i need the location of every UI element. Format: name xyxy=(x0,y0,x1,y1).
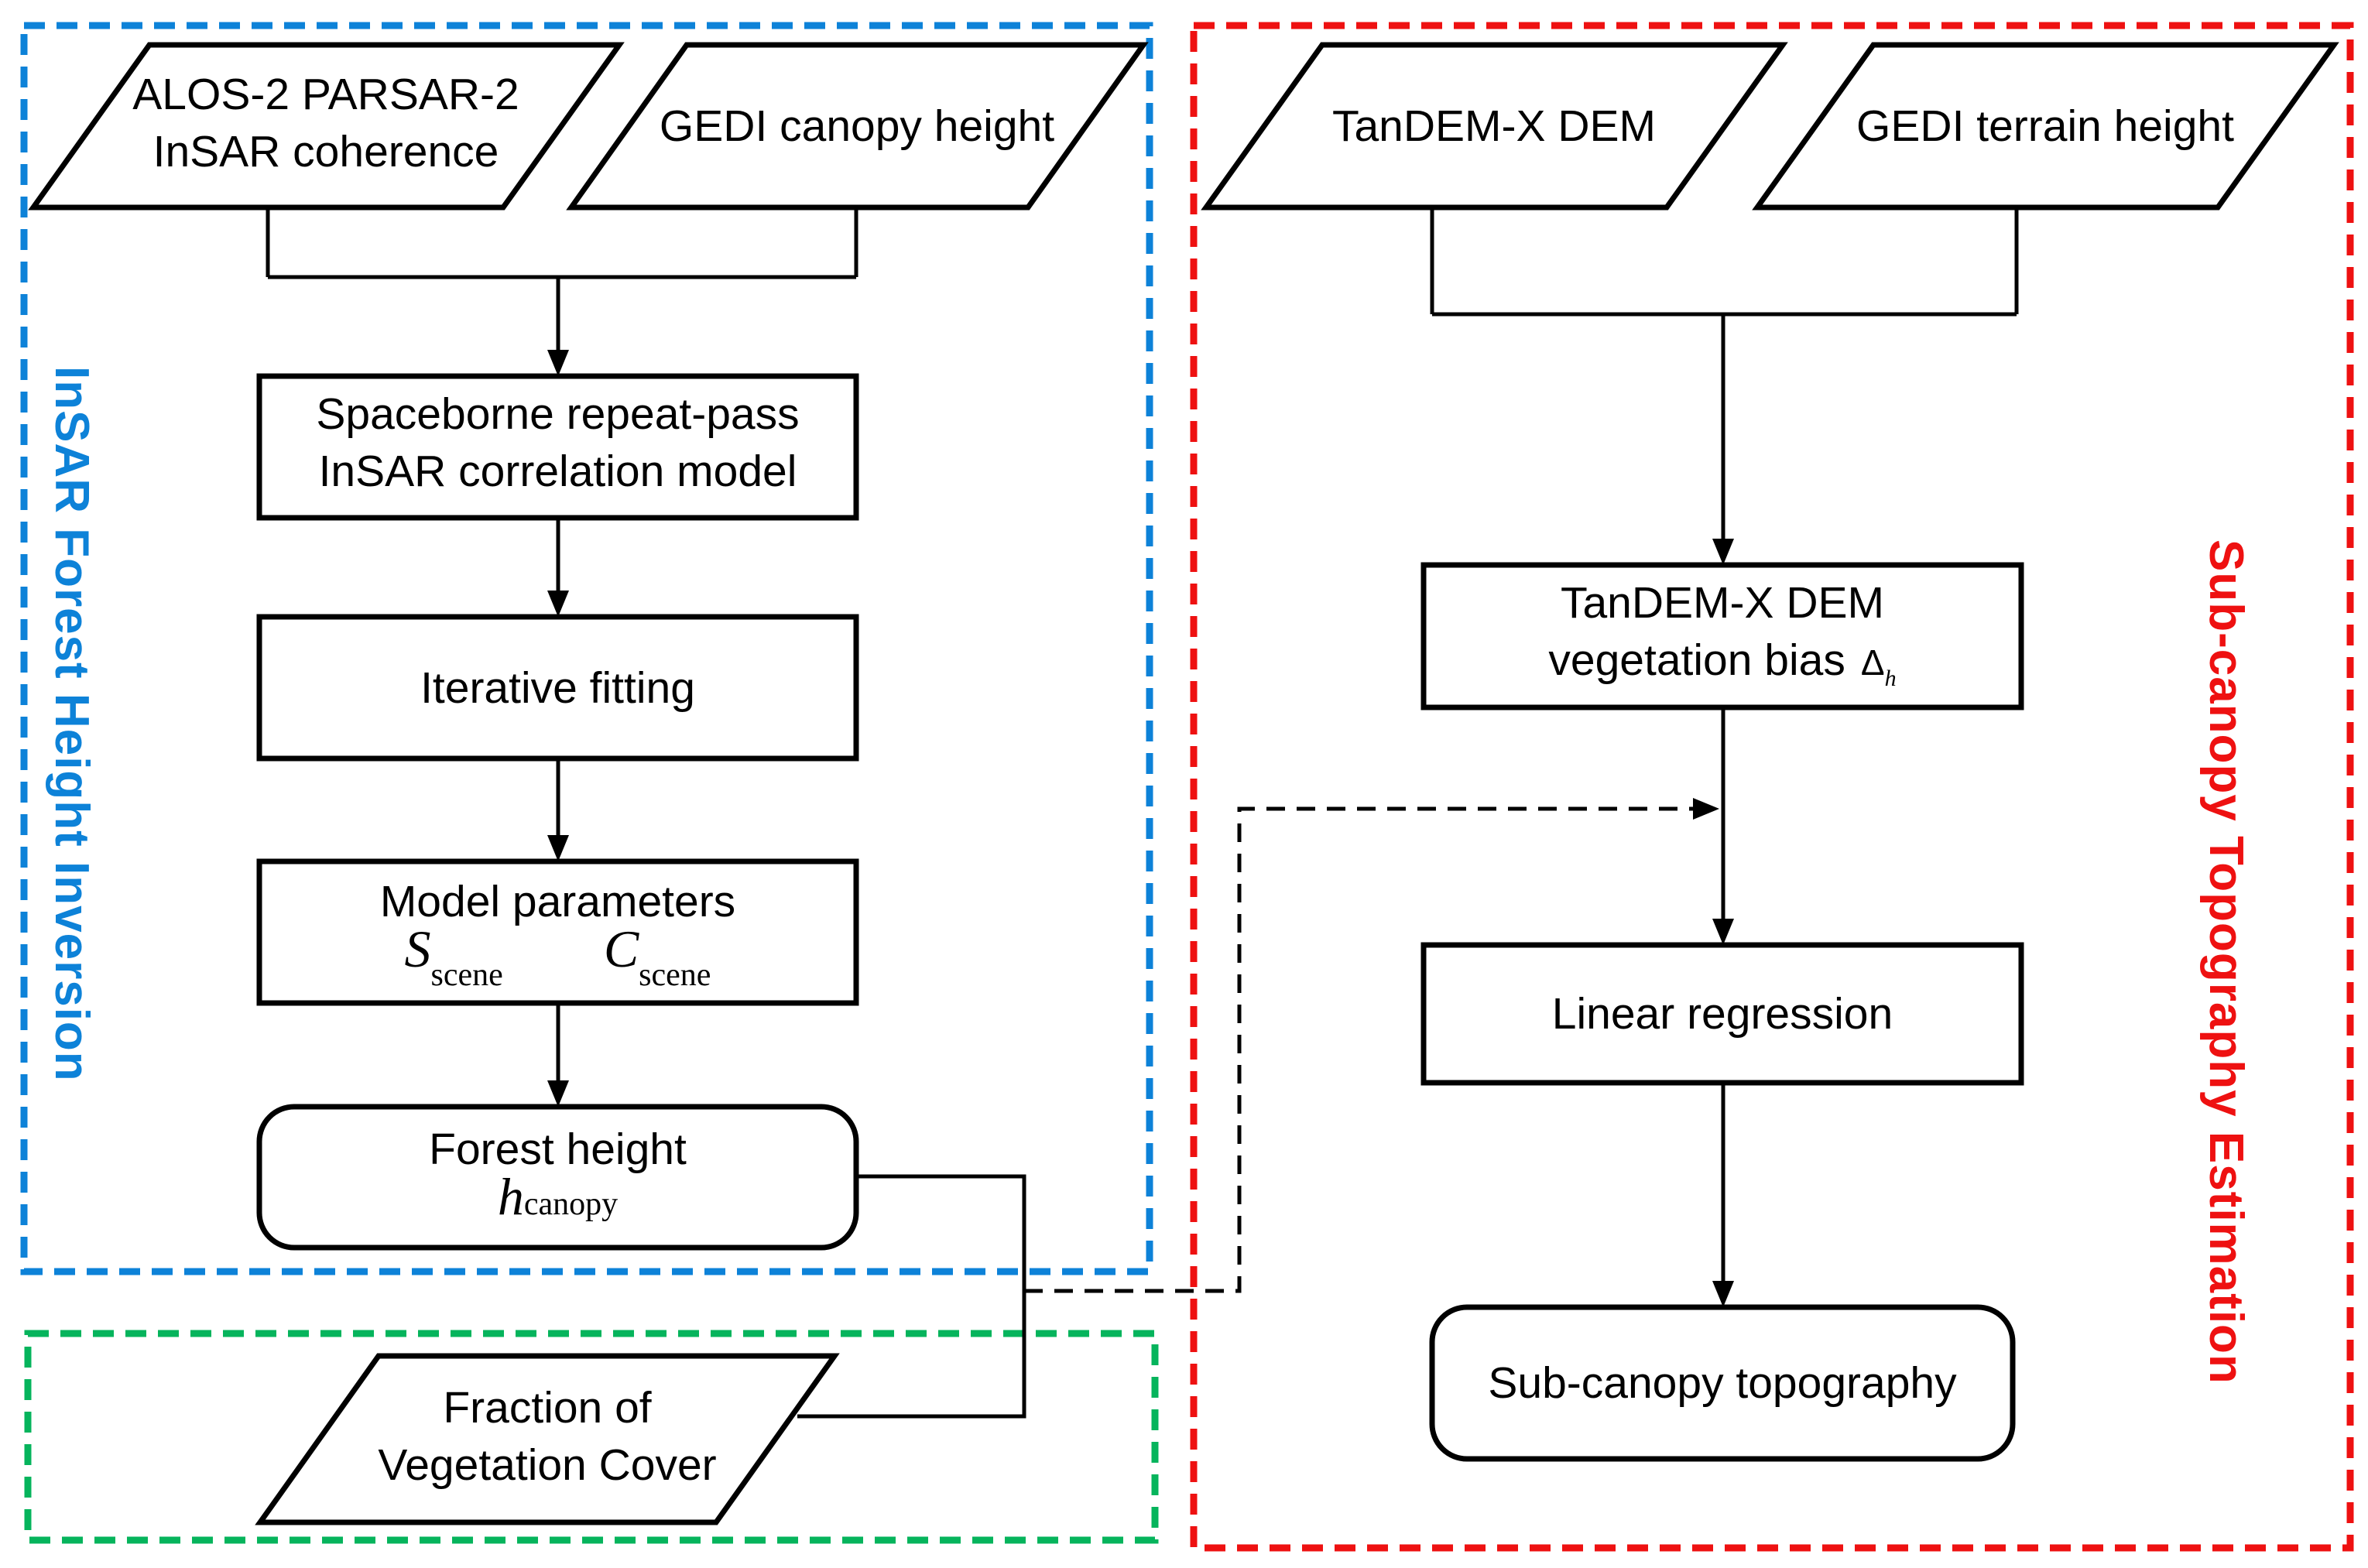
model-parameters-formula: Sscene Cscene xyxy=(259,923,856,991)
forest-height-subscript: canopy xyxy=(523,1186,619,1222)
arrowhead-iterative-fitting xyxy=(547,591,569,617)
forest-height-box xyxy=(256,1104,859,1251)
fvc-line2: Vegetation Cover xyxy=(378,1440,717,1490)
arrowhead-correlation-model xyxy=(547,350,569,376)
subcanopy-panel-border xyxy=(1190,22,2354,1552)
param2-symbol: C xyxy=(603,919,639,978)
tandem-dem-label: TanDEM-X DEM xyxy=(1331,101,1657,151)
vegetation-bias-subscript: h xyxy=(1884,666,1897,691)
fvc-panel-border xyxy=(24,1330,1159,1544)
alos-label: ALOS-2 PARSAR-2 InSAR coherence xyxy=(94,66,558,180)
vegetation-bias-line2: vegetation bias Δh xyxy=(1424,632,2021,707)
vegetation-bias-box xyxy=(1420,562,2024,710)
vegetation-bias-symbol: Δ xyxy=(1860,642,1885,683)
arrowhead-dashed-connector xyxy=(1693,798,1719,820)
forest-height-label: Forest height xyxy=(429,1125,687,1174)
forest-height-dashed-connector xyxy=(1024,806,1693,1293)
forest-height-symbol: h xyxy=(497,1167,524,1226)
model-parameters-box xyxy=(256,858,859,1006)
alos-line2: InSAR coherence xyxy=(152,127,499,176)
arrowhead-forest-height xyxy=(547,1080,569,1107)
correlation-model-line1: Spaceborne repeat-pass xyxy=(316,389,800,439)
forest-height-to-fvc-connector xyxy=(797,1174,1026,1419)
param1-symbol: S xyxy=(404,919,431,978)
iterative-fitting-label: Iterative fitting xyxy=(420,662,695,713)
correlation-model-box xyxy=(256,373,859,521)
insar-panel-label: InSAR Forest Height Inversion xyxy=(45,365,98,1082)
iterative-fitting-box xyxy=(256,614,859,762)
linear-regression-label: Linear regression xyxy=(1551,989,1893,1039)
subcanopy-topography-label: Sub-canopy topography xyxy=(1488,1358,1957,1408)
arrowhead-vegetation-bias xyxy=(1712,539,1734,565)
param2-term: Cscene xyxy=(604,923,711,991)
vegetation-bias-line1: TanDEM-X DEM xyxy=(1560,578,1885,628)
vegetation-bias-label: TanDEM-X DEM vegetation bias Δh xyxy=(1424,574,2021,707)
param2-subscript: scene xyxy=(639,957,711,993)
vegetation-bias-line2-text: vegetation bias xyxy=(1548,635,1845,685)
gedi-terrain-label: GEDI terrain height xyxy=(1856,101,2234,151)
alos-line1: ALOS-2 PARSAR-2 xyxy=(132,70,519,119)
gedi-canopy-label: GEDI canopy height xyxy=(659,101,1055,151)
right-merge-connector xyxy=(1430,207,2019,317)
subcanopy-topography-box xyxy=(1429,1304,2016,1462)
fvc-label: Fraction of Vegetation Cover xyxy=(315,1379,780,1494)
subcanopy-panel-label: Sub-canopy Topography Estimation xyxy=(2199,539,2253,1385)
alos-parallelogram xyxy=(28,42,625,211)
param1-term: Sscene xyxy=(405,923,503,991)
arrowhead-model-parameters xyxy=(547,835,569,861)
arrowhead-linear-regression xyxy=(1712,919,1734,945)
model-parameters-label: Model parameters xyxy=(379,877,736,926)
tandem-dem-parallelogram xyxy=(1201,42,1788,211)
gedi-terrain-parallelogram xyxy=(1752,42,2339,211)
insar-panel-border xyxy=(20,22,1153,1275)
left-merge-connector xyxy=(266,207,858,279)
fvc-line1: Fraction of xyxy=(443,1383,652,1433)
param1-subscript: scene xyxy=(430,957,503,993)
fvc-parallelogram xyxy=(255,1353,840,1525)
gedi-canopy-parallelogram xyxy=(566,42,1149,211)
correlation-model-line2: InSAR correlation model xyxy=(318,447,797,496)
correlation-model-label: Spaceborne repeat-pass InSAR correlation… xyxy=(259,385,856,500)
linear-regression-box xyxy=(1420,942,2024,1086)
arrowhead-subcanopy-topography xyxy=(1712,1281,1734,1307)
